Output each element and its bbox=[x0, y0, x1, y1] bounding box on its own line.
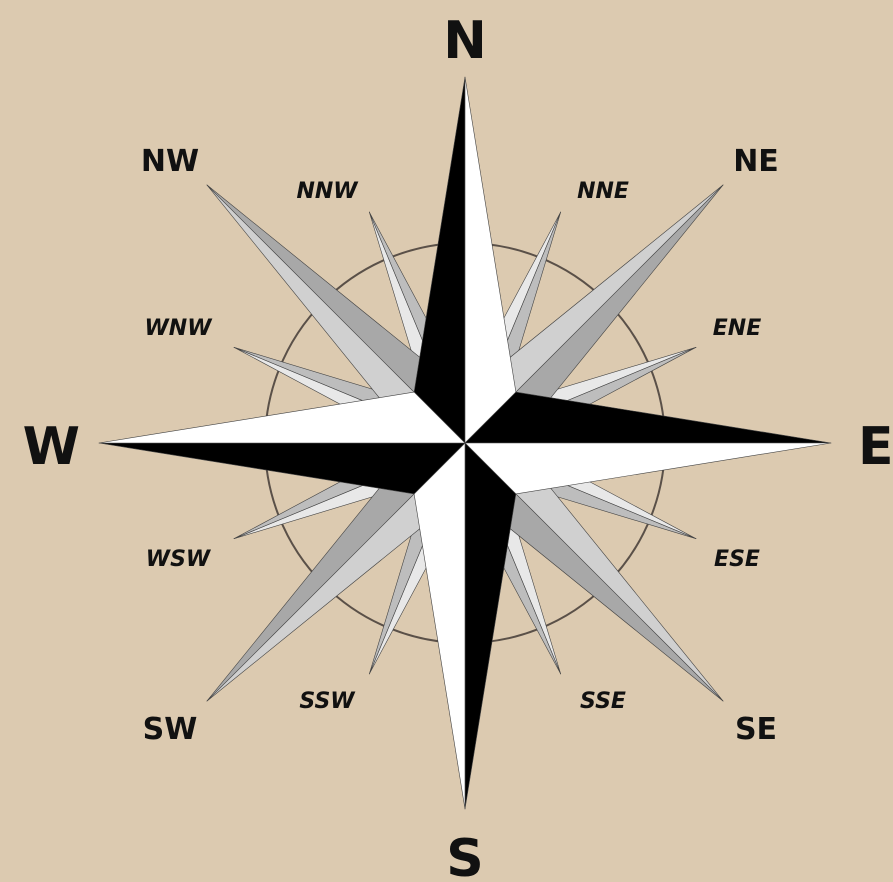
point-s-left-half bbox=[465, 443, 516, 809]
point-n-right-half bbox=[465, 77, 516, 443]
label-nw: NW bbox=[141, 144, 199, 179]
label-s: S bbox=[446, 829, 483, 882]
label-wsw: WSW bbox=[146, 547, 212, 572]
label-sw: SW bbox=[143, 712, 198, 747]
label-ssw: SSW bbox=[299, 689, 356, 714]
label-nne: NNE bbox=[577, 179, 629, 204]
label-ese: ESE bbox=[714, 547, 760, 572]
point-n-left-half bbox=[414, 77, 465, 443]
label-nnw: NNW bbox=[296, 179, 359, 204]
point-w-right-half bbox=[99, 392, 465, 443]
label-wnw: WNW bbox=[145, 316, 214, 341]
label-sse: SSE bbox=[580, 689, 626, 714]
point-e-left-half bbox=[465, 392, 831, 443]
label-se: SE bbox=[735, 712, 777, 747]
label-n: N bbox=[443, 11, 487, 71]
label-ene: ENE bbox=[713, 316, 761, 341]
point-w-left-half bbox=[99, 443, 465, 494]
point-e-right-half bbox=[465, 443, 831, 494]
label-ne: NE bbox=[733, 144, 779, 179]
point-s-right-half bbox=[414, 443, 465, 809]
label-e: E bbox=[858, 417, 893, 477]
label-w: W bbox=[23, 417, 80, 477]
